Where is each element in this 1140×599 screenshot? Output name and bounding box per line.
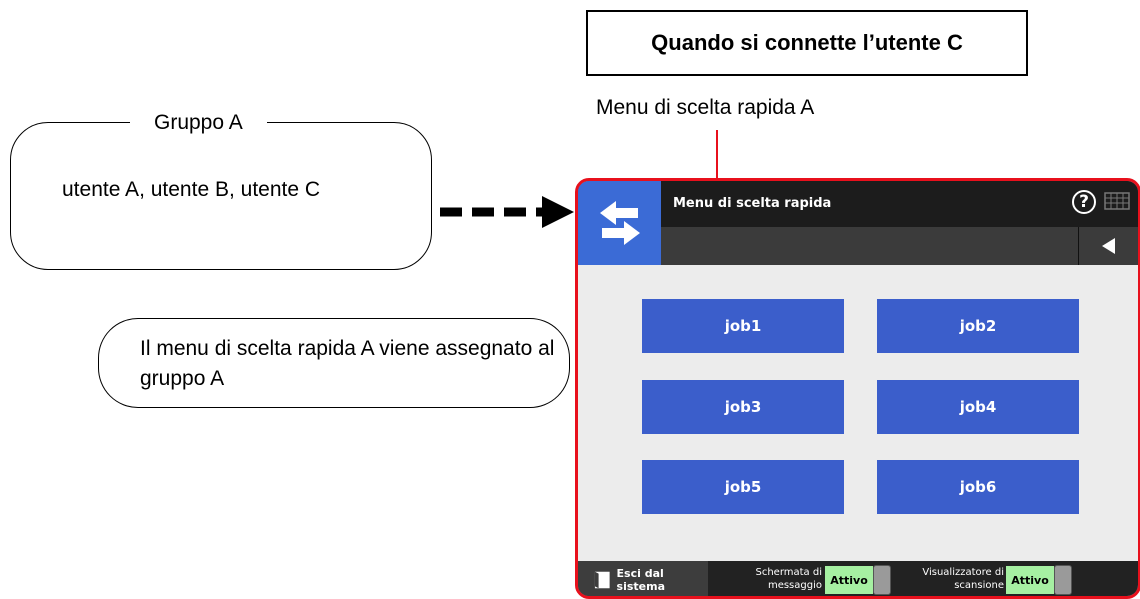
help-label: ?	[1079, 192, 1089, 212]
group-title: Gruppo A	[130, 110, 267, 136]
note-bubble	[98, 318, 570, 408]
message-toggle[interactable]: Attivo	[825, 566, 873, 594]
logout-icon	[594, 571, 610, 589]
screen-title-bar	[661, 181, 1138, 227]
job-button[interactable]: job3	[642, 380, 844, 434]
viewer-toggle-label: Visualizzatore di scansione	[922, 567, 1004, 591]
scenario-title: Quando si connette l’utente C	[651, 30, 963, 55]
help-icon[interactable]: ?	[1072, 190, 1096, 214]
shortcut-menu-screen: Menu di scelta rapida ? job1 job2 job3 j…	[575, 178, 1140, 599]
job-button[interactable]: job2	[877, 299, 1079, 353]
message-toggle-label: Schermata di messaggio	[755, 567, 823, 591]
viewer-toggle-knob[interactable]	[1054, 565, 1072, 595]
job-button[interactable]: job4	[877, 380, 1079, 434]
swap-arrows-icon[interactable]	[578, 181, 661, 265]
menu-caption: Menu di scelta rapida A	[596, 96, 815, 119]
screen-title: Menu di scelta rapida	[673, 196, 832, 211]
message-toggle-knob[interactable]	[873, 565, 891, 595]
logout-button[interactable]: Esci dal sistema	[578, 561, 708, 596]
job-button[interactable]: job6	[877, 460, 1079, 514]
viewer-toggle[interactable]: Attivo	[1006, 566, 1054, 594]
back-triangle-icon	[1101, 238, 1115, 254]
connector-line	[716, 130, 718, 178]
scenario-title-box: Quando si connette l’utente C	[586, 10, 1028, 76]
job-button[interactable]: job5	[642, 460, 844, 514]
keyboard-icon[interactable]	[1104, 191, 1130, 211]
note-text: Il menu di scelta rapida A viene assegna…	[140, 337, 555, 390]
job-button[interactable]: job1	[642, 299, 844, 353]
back-button[interactable]	[1078, 227, 1138, 265]
logout-label: Esci dal sistema	[616, 567, 665, 593]
dashed-arrow-icon	[440, 196, 574, 228]
group-members: utente A, utente B, utente C	[62, 178, 321, 201]
